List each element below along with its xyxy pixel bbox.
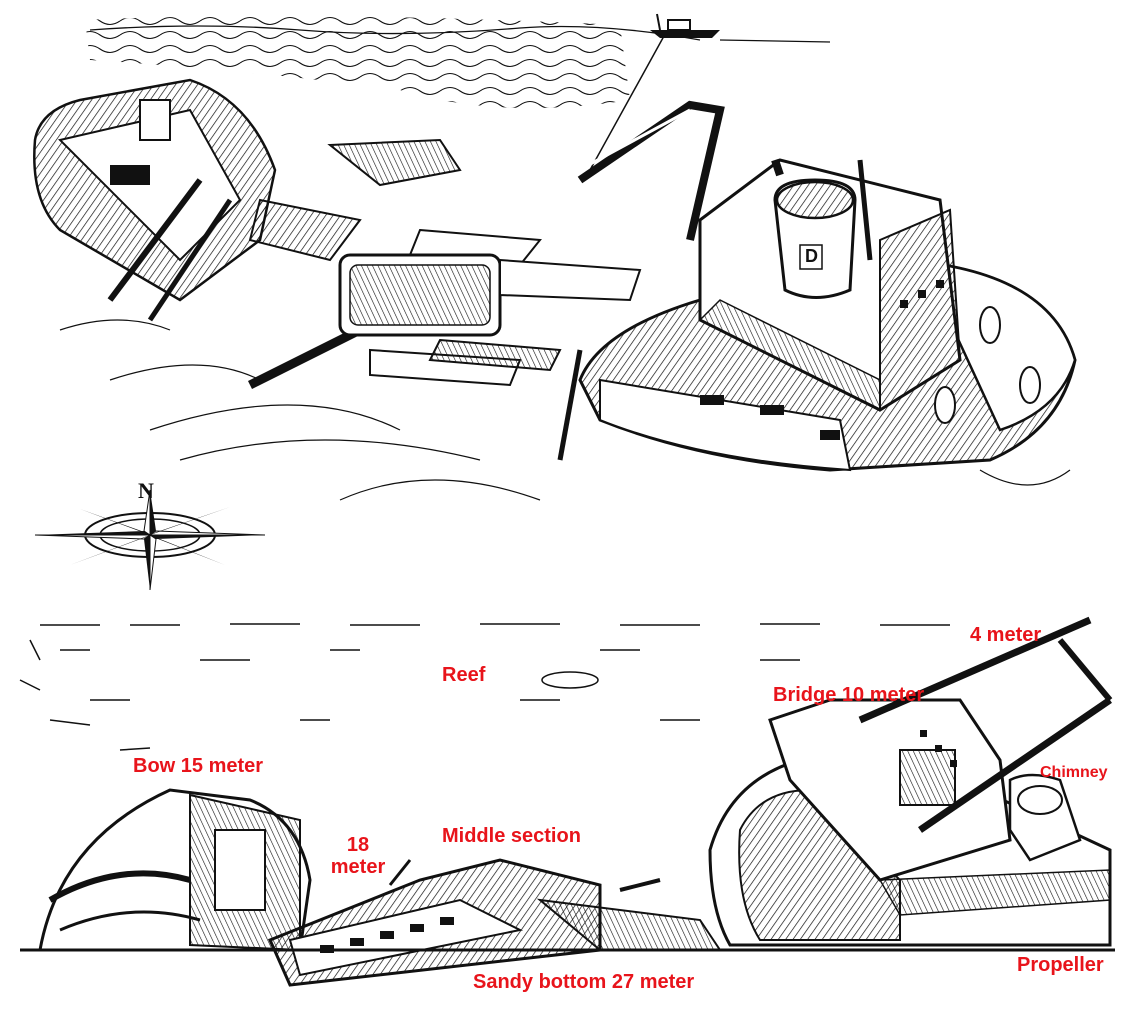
bottom-panel-wreck-profile bbox=[19, 616, 1115, 987]
eighteen-meter-label: 18 meter bbox=[330, 834, 386, 878]
top-panel-wreck-perspective bbox=[33, 13, 1077, 591]
stern-section-perspective bbox=[569, 100, 1077, 472]
hull-portholes bbox=[700, 395, 840, 440]
bridge-structure-profile bbox=[768, 616, 1113, 882]
chimney-label: Chimney bbox=[1040, 764, 1108, 781]
reef-texture bbox=[19, 623, 950, 751]
compass-rose bbox=[34, 489, 266, 591]
bow-section-perspective bbox=[33, 78, 277, 322]
water-surface bbox=[85, 16, 831, 108]
propeller-label: Propeller bbox=[1017, 954, 1104, 976]
chimney-perspective bbox=[773, 178, 857, 299]
compass-north-letter: N bbox=[138, 478, 154, 503]
middle-section-perspective bbox=[338, 253, 642, 337]
deck-bollards bbox=[934, 306, 1041, 424]
stern-section-profile bbox=[708, 616, 1113, 947]
middle-section-profile bbox=[267, 858, 722, 987]
bow-depth-label: Bow 15 meter bbox=[133, 755, 264, 777]
dive-boat bbox=[589, 13, 720, 171]
four-meter-label: 4 meter bbox=[970, 624, 1042, 646]
bow-section-profile bbox=[38, 788, 312, 952]
chimney-profile bbox=[1008, 773, 1082, 862]
chimney-marking: D bbox=[805, 246, 818, 266]
sandy-bottom-depth-label: Sandy bottom 27 meter bbox=[473, 971, 695, 993]
seabed-lines-top bbox=[59, 319, 1071, 501]
reef-label: Reef bbox=[442, 664, 486, 686]
bridge-depth-label: Bridge 10 meter bbox=[773, 684, 925, 706]
bridge-windows bbox=[900, 280, 944, 308]
middle-section-label: Middle section bbox=[442, 825, 581, 847]
